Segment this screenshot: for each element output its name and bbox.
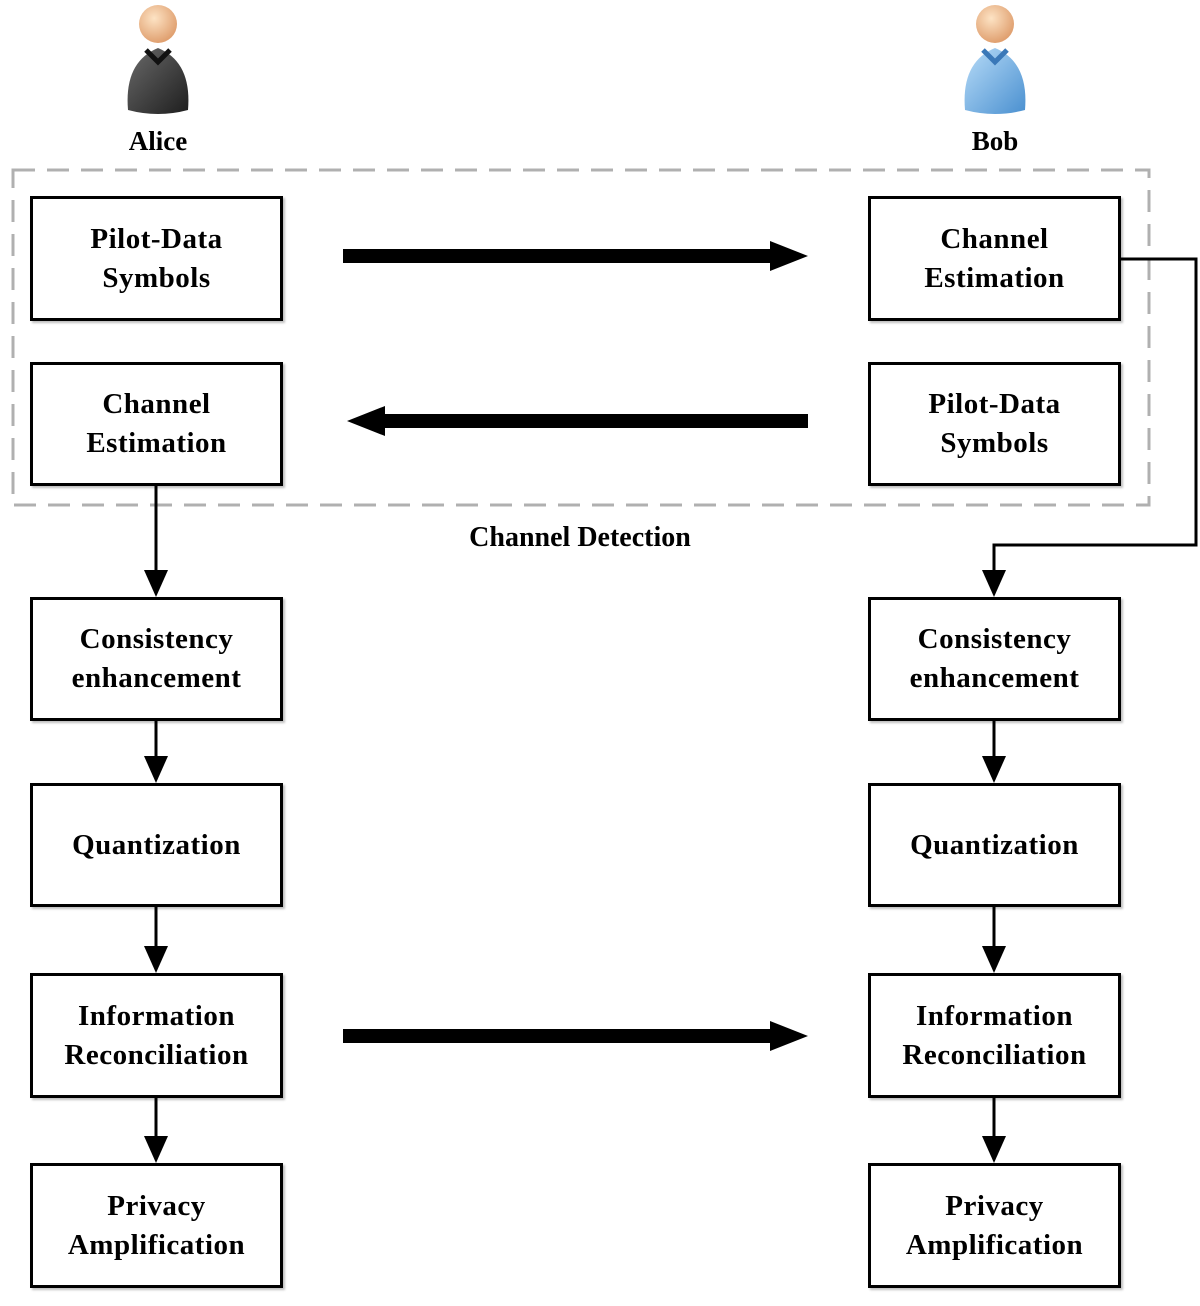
alice-pilot-data-symbols-label: Pilot-Data Symbols [90,222,223,294]
bob-consistency-enhancement-box: Consistency enhancement [868,597,1121,721]
arrow-pilot-to-bob [343,241,808,271]
bob-channel-estimation-box: Channel Estimation [868,196,1121,321]
alice-channel-estimation-box: Channel Estimation [30,362,283,486]
bob-estimation-connector [982,257,1198,597]
alice-quantization-label: Quantization [72,828,241,861]
arrow-pilot-to-alice [347,406,808,436]
alice-consistency-enhancement-box: Consistency enhancement [30,597,283,721]
bob-pilot-data-symbols-label: Pilot-Data Symbols [928,388,1061,459]
person-dark-icon [127,5,189,114]
bob-pilot-data-symbols-box: Pilot-Data Symbols [868,362,1121,486]
bob-channel-estimation-label: Channel Estimation [924,222,1065,294]
alice-information-reconciliation-box: Information Reconciliation [30,973,283,1098]
bob-quantization-box: Quantization [868,783,1121,907]
alice-consistency-enhancement-label: Consistency enhancement [71,623,242,694]
bob-information-reconciliation-box: Information Reconciliation [868,973,1121,1098]
person-blue-icon [964,5,1026,114]
alice-pilot-data-symbols-box: Pilot-Data Symbols [30,196,283,321]
channel-detection-region [11,168,1151,507]
alice-name: Alice [128,126,188,156]
alice-channel-estimation-label: Channel Estimation [86,388,227,459]
bob-information-reconciliation-label: Information Reconciliation [902,999,1087,1071]
bob-flow-arrows [982,720,1006,1163]
bob-privacy-amplification-box: Privacy Amplification [868,1163,1121,1288]
bob-privacy-amplification-label: Privacy Amplification [905,1189,1084,1261]
bob-name: Bob [971,126,1019,156]
alice-information-reconciliation-label: Information Reconciliation [64,999,249,1071]
alice-privacy-amplification-label: Privacy Amplification [67,1189,246,1261]
bob-quantization-label: Quantization [910,828,1079,861]
bob-consistency-enhancement-label: Consistency enhancement [909,623,1080,694]
alice-quantization-box: Quantization [30,783,283,907]
alice-flow-arrows [144,485,168,1163]
channel-detection-label: Channel Detection [469,522,691,553]
alice-privacy-amplification-box: Privacy Amplification [30,1163,283,1288]
arrow-reconciliation-to-bob [343,1021,808,1051]
